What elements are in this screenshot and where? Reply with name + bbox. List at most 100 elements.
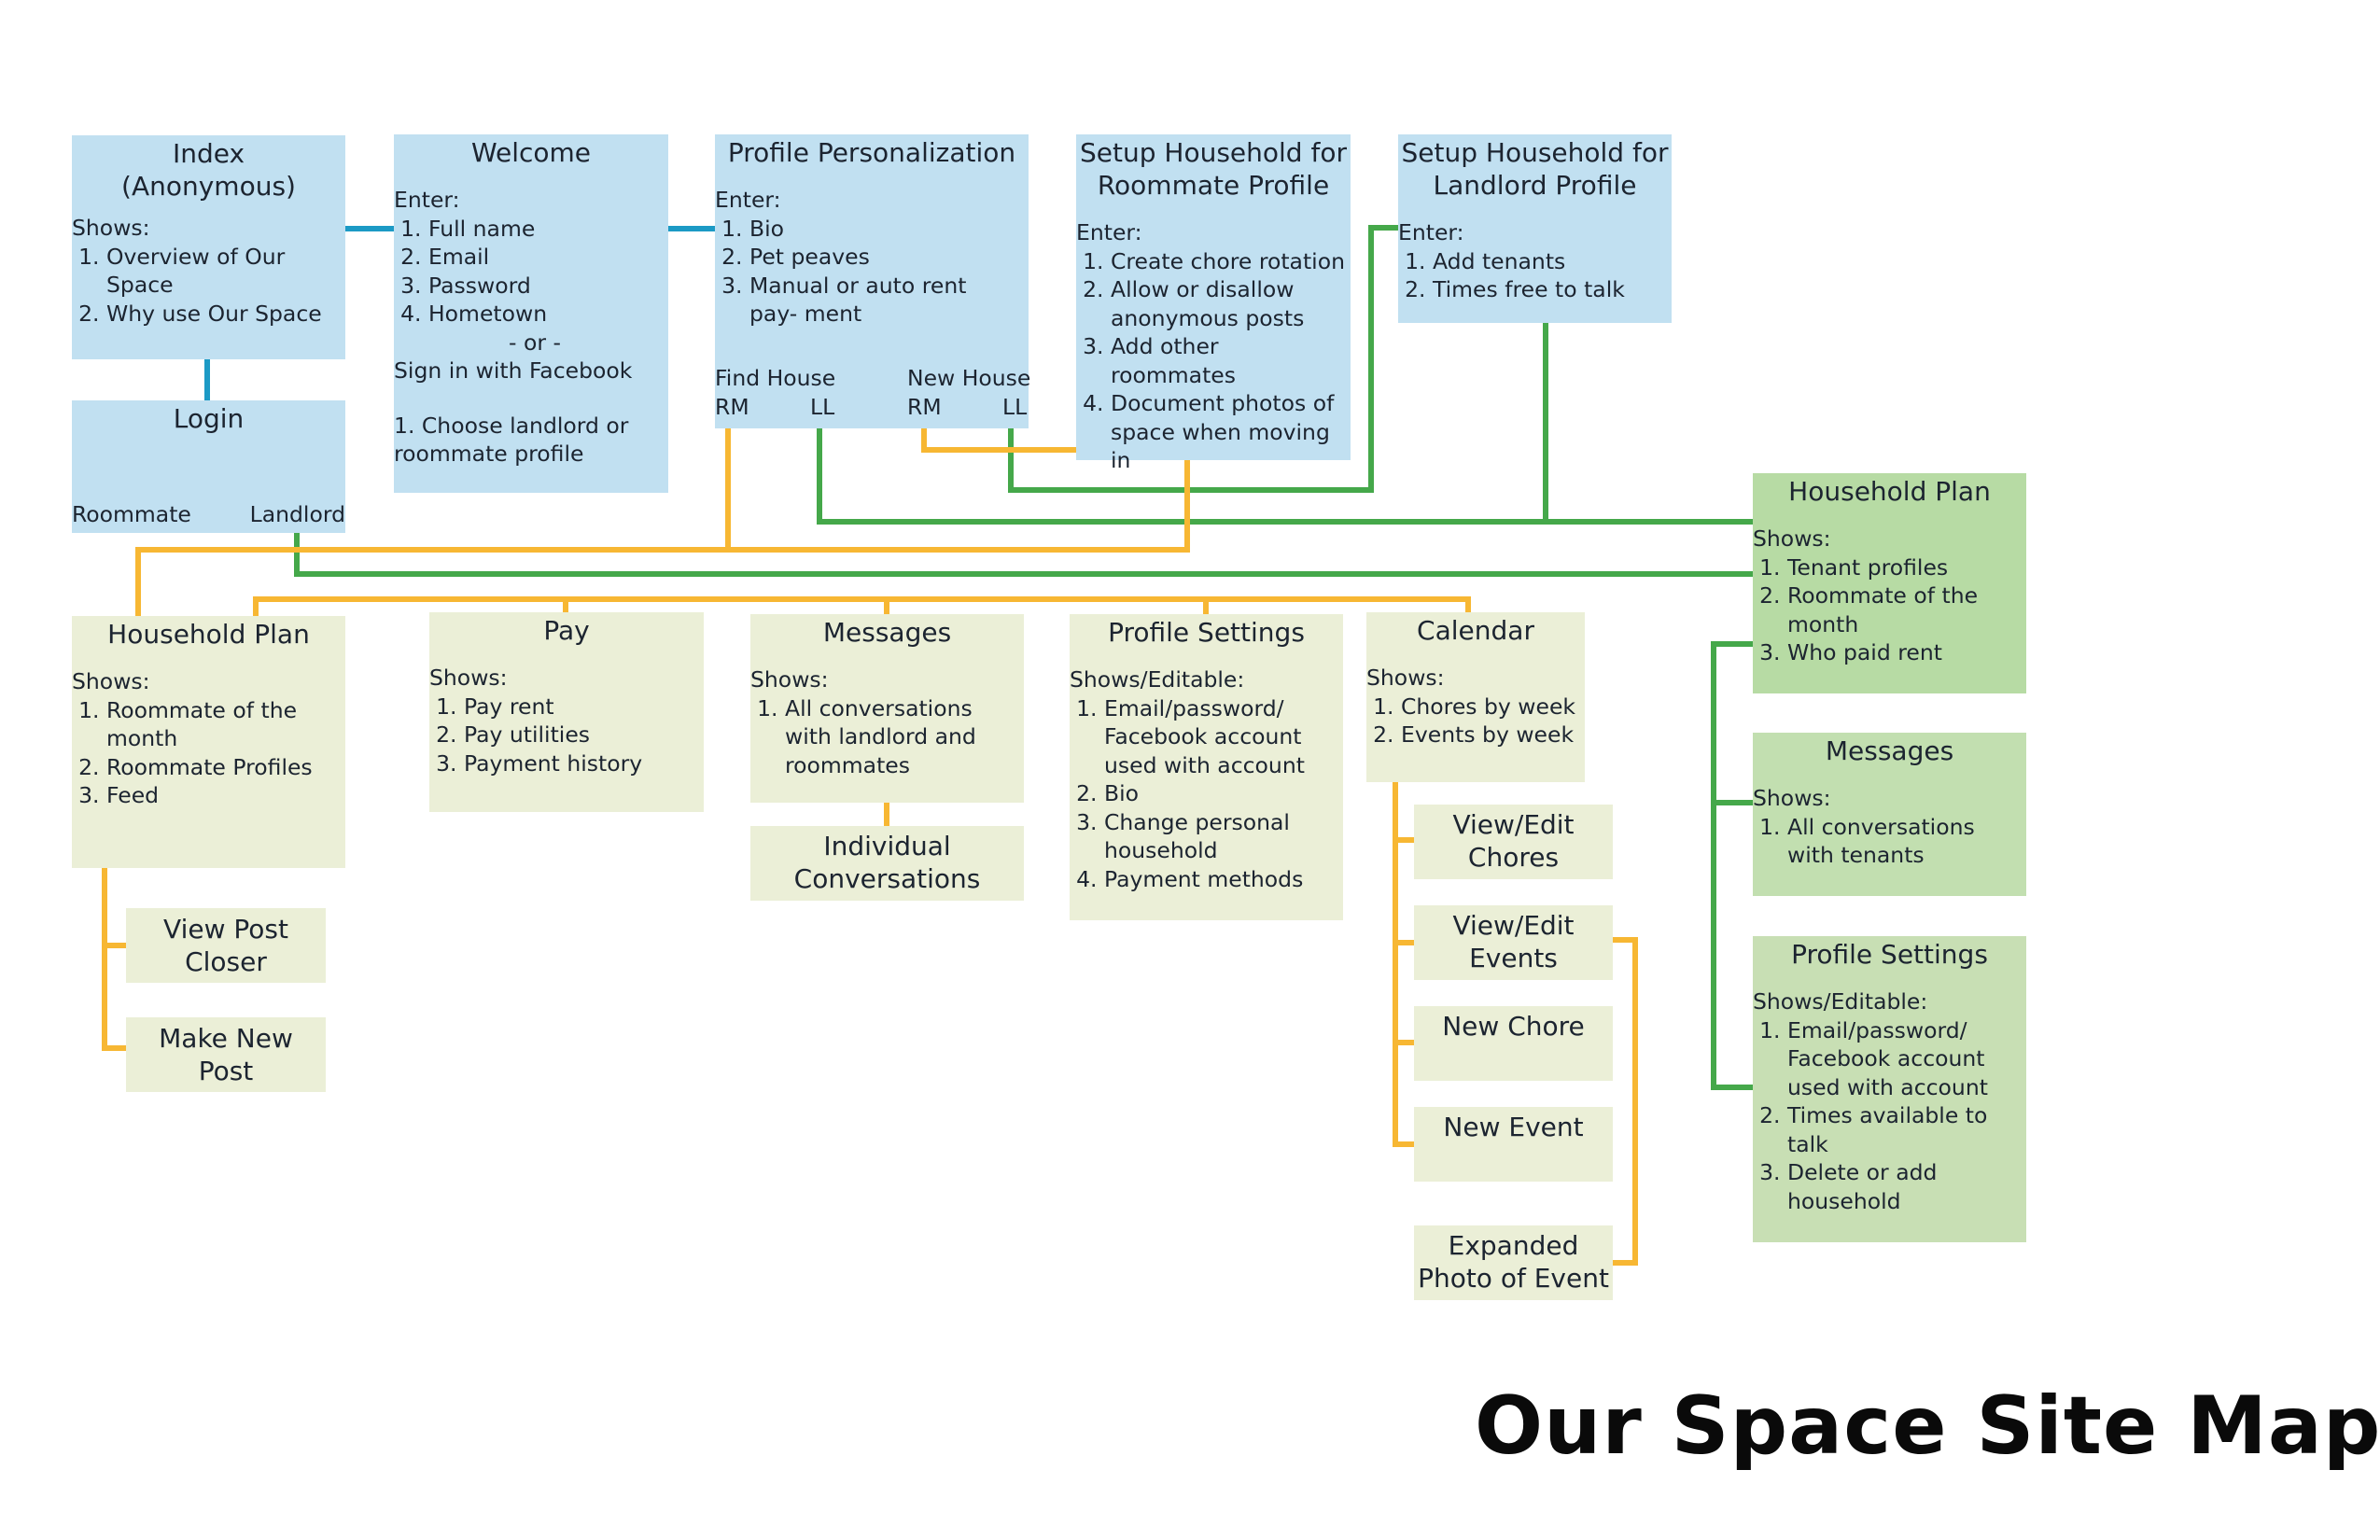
ll-household-plan-box[interactable]: Household Plan Shows: Tenant profiles Ro…	[1753, 473, 2026, 693]
ll-profile-settings-shows-label: Shows/Editable:	[1753, 988, 1928, 1015]
list-item: Document photos of space when moving in	[1111, 389, 1351, 475]
view-post-closer-box[interactable]: View Post Closer	[126, 908, 326, 983]
page-title: Our Space Site Map	[1475, 1379, 2380, 1473]
find-house-label: Find House	[715, 365, 836, 391]
ll-messages-title: Messages	[1825, 735, 1954, 766]
connector-login-landlord	[294, 533, 1753, 577]
list-item: Feed	[106, 781, 345, 810]
login-title: Login	[173, 403, 245, 434]
individual-conversations-box[interactable]: Individual Conversations	[750, 826, 1024, 901]
individual-conversations-line2: Conversations	[793, 863, 981, 894]
list-item: Bio	[1104, 779, 1343, 808]
list-item: Times available to talk	[1787, 1101, 2026, 1158]
make-new-post-line2: Post	[198, 1056, 254, 1086]
list-item: Pay utilities	[464, 721, 704, 749]
login-landlord-label[interactable]: Landlord	[249, 501, 345, 527]
list-item: Add tenants	[1433, 247, 1672, 276]
ll-household-plan-title: Household Plan	[1788, 476, 1991, 507]
pay-shows-label: Shows:	[429, 665, 508, 691]
list-item: Full name	[428, 215, 668, 244]
list-item: All conversations with landlord and room…	[785, 694, 1007, 780]
pay-box[interactable]: Pay Shows: Pay rent Pay utilities Paymen…	[429, 612, 704, 812]
rm-household-plan-title: Household Plan	[107, 619, 310, 650]
list-item: Roommate of the month	[1787, 581, 2026, 638]
connector-rm-merge	[135, 428, 1190, 616]
login-roommate-label[interactable]: Roommate	[72, 501, 191, 527]
new-house-rm-link[interactable]: RM	[907, 394, 942, 420]
list-item: Manual or auto rent pay- ment	[749, 272, 1021, 329]
individual-conversations-line1: Individual	[823, 831, 951, 861]
setup-roommate-title-line2: Roommate Profile	[1097, 170, 1330, 201]
view-edit-chores-box[interactable]: View/Edit Chores	[1414, 805, 1613, 879]
rm-household-plan-list: Roommate of the month Roommate Profiles …	[72, 696, 345, 810]
new-house-label: New House	[907, 365, 1031, 391]
list-item: Payment history	[464, 749, 704, 778]
new-chore-box[interactable]: New Chore	[1414, 1006, 1613, 1081]
list-item: Chores by week	[1401, 693, 1585, 721]
connector-rm-tree	[253, 596, 1471, 616]
connector-events-photo	[1613, 937, 1638, 1266]
rm-messages-title: Messages	[822, 617, 952, 648]
find-house-ll-link[interactable]: LL	[810, 394, 835, 420]
calendar-box[interactable]: Calendar Shows: Chores by week Events by…	[1366, 612, 1585, 782]
login-box[interactable]: Login Roommate Landlord	[72, 400, 345, 533]
ll-household-plan-shows-label: Shows:	[1753, 525, 1831, 552]
ll-messages-list: All conversations with tenants	[1753, 813, 2026, 870]
setup-landlord-list: Add tenants Times free to talk	[1398, 247, 1672, 304]
list-item: Roommate Profiles	[106, 753, 345, 782]
calendar-title: Calendar	[1417, 615, 1534, 646]
welcome-choose-profile: 1. Choose landlord or roommate profile	[394, 412, 629, 468]
list-item: Change personal household	[1104, 808, 1343, 865]
new-house-ll-link[interactable]: LL	[1002, 394, 1028, 420]
list-item: Pay rent	[464, 693, 704, 721]
ll-messages-shows-label: Shows:	[1753, 785, 1831, 811]
make-new-post-box[interactable]: Make New Post	[126, 1017, 326, 1092]
welcome-or-divider: - or -	[509, 329, 561, 356]
list-item: All conversations with tenants	[1787, 813, 2026, 870]
list-item: Pet peaves	[749, 243, 1021, 272]
ll-messages-box[interactable]: Messages Shows: All conversations with t…	[1753, 733, 2026, 896]
list-item: Tenant profiles	[1787, 553, 2026, 582]
welcome-box[interactable]: Welcome Enter: Full name Email Password …	[394, 134, 668, 493]
rm-profile-settings-title: Profile Settings	[1108, 617, 1305, 648]
rm-messages-box[interactable]: Messages Shows: All conversations with l…	[750, 614, 1024, 803]
setup-roommate-enter-label: Enter:	[1076, 219, 1142, 245]
rm-profile-settings-box[interactable]: Profile Settings Shows/Editable: Email/p…	[1070, 614, 1343, 920]
list-item: Password	[428, 272, 668, 301]
new-event-box[interactable]: New Event	[1414, 1107, 1613, 1182]
make-new-post-line1: Make New	[159, 1023, 293, 1054]
setup-landlord-title-line2: Landlord Profile	[1433, 170, 1637, 201]
view-edit-events-line2: Events	[1469, 943, 1558, 973]
list-item: Overview of Our Space	[106, 243, 345, 300]
rm-messages-shows-label: Shows:	[750, 666, 829, 693]
connector-calendar-children	[1393, 782, 1414, 1147]
welcome-title: Welcome	[470, 137, 592, 168]
rm-household-plan-box[interactable]: Household Plan Shows: Roommate of the mo…	[72, 616, 345, 868]
list-item: Delete or add household	[1787, 1158, 2026, 1215]
list-item: Why use Our Space	[106, 300, 345, 329]
list-item: Payment methods	[1104, 865, 1343, 894]
view-edit-events-line1: View/Edit	[1452, 910, 1575, 941]
ll-profile-settings-box[interactable]: Profile Settings Shows/Editable: Email/p…	[1753, 936, 2026, 1242]
list-item: Bio	[749, 215, 1021, 244]
list-item: Add other roommates	[1111, 332, 1351, 389]
index-box[interactable]: Index(Anonymous) Shows: Overview of Our …	[72, 135, 345, 359]
list-item: Events by week	[1401, 721, 1585, 749]
expanded-photo-box[interactable]: Expanded Photo of Event	[1414, 1225, 1613, 1300]
profile-personalization-list: Bio Pet peaves Manual or auto rent pay- …	[715, 215, 1029, 329]
profile-personalization-box[interactable]: Profile Personalization Enter: Bio Pet p…	[715, 134, 1031, 428]
find-house-rm-link[interactable]: RM	[715, 394, 749, 420]
expanded-photo-line1: Expanded	[1448, 1230, 1579, 1261]
connector-plan-children	[102, 868, 126, 1051]
expanded-photo-line2: Photo of Event	[1418, 1263, 1609, 1294]
rm-profile-settings-shows-label: Shows/Editable:	[1070, 666, 1245, 693]
new-event-label: New Event	[1443, 1112, 1584, 1142]
view-edit-events-box[interactable]: View/Edit Events	[1414, 905, 1613, 980]
ll-profile-settings-list: Email/password/ Facebook account used wi…	[1753, 1016, 2026, 1216]
connector-newhouse-rm	[921, 428, 1076, 453]
list-item: Allow or disallow anonymous posts	[1111, 275, 1351, 332]
profile-personalization-title: Profile Personalization	[727, 137, 1016, 168]
setup-landlord-title-line1: Setup Household for	[1401, 137, 1669, 168]
